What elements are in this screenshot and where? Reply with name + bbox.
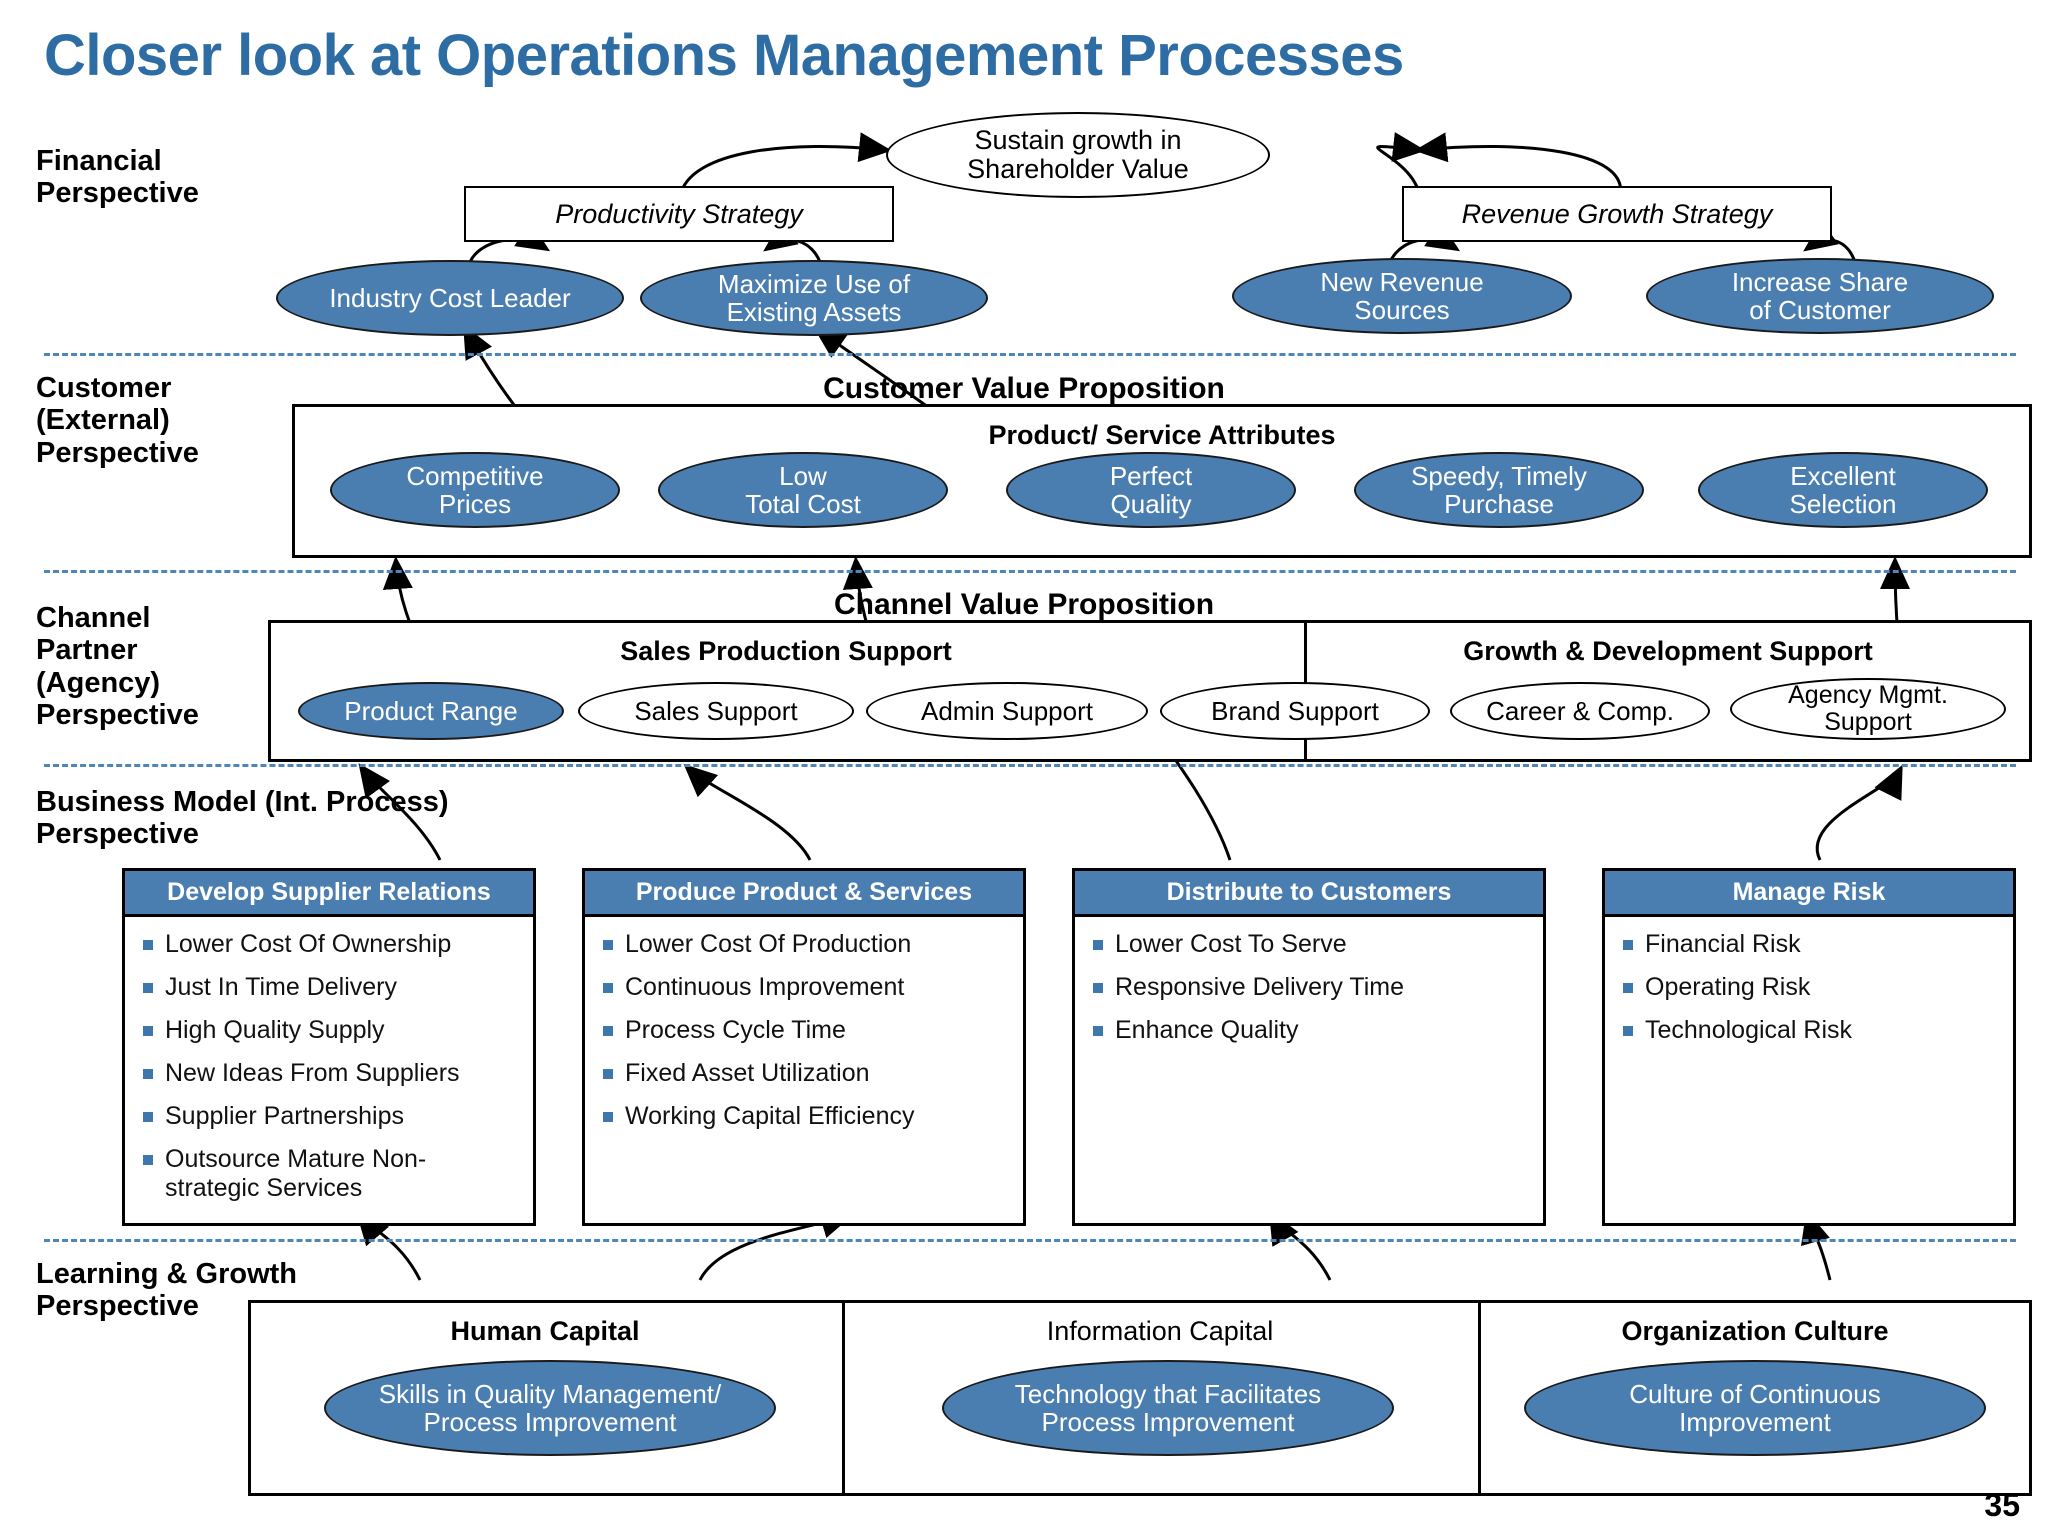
separator-financial-customer: [44, 353, 2016, 356]
separator-customer-channel: [44, 570, 2016, 573]
learning-cell-organization-culture[interactable]: Organization Culture Culture of Continuo…: [1478, 1300, 2032, 1496]
list-item: Financial Risk: [1619, 930, 1999, 959]
customer-value-proposition-heading: Customer Value Proposition: [823, 372, 1225, 405]
revenue-growth-strategy-box[interactable]: Revenue Growth Strategy: [1402, 186, 1832, 242]
cvp-attribute-competitive-prices[interactable]: Competitive Prices: [330, 452, 620, 528]
sales-production-support-heading: Sales Production Support: [620, 636, 952, 666]
list-item: Just In Time Delivery: [139, 973, 519, 1002]
objective-new-revenue-sources[interactable]: New Revenue Sources: [1232, 258, 1572, 334]
channel-node-product-range[interactable]: Product Range: [298, 682, 564, 740]
productivity-strategy-box[interactable]: Productivity Strategy: [464, 186, 894, 242]
perspective-label-customer: Customer (External) Perspective: [36, 372, 199, 469]
learning-node-skills-quality-management[interactable]: Skills in Quality Management/ Process Im…: [324, 1360, 776, 1456]
learning-cell-human-capital[interactable]: Human Capital Skills in Quality Manageme…: [248, 1300, 842, 1496]
process-title: Manage Risk: [1605, 871, 2013, 918]
channel-node-admin-support[interactable]: Admin Support: [866, 682, 1148, 740]
list-item: Supplier Partnerships: [139, 1102, 519, 1131]
learning-node-technology-facilitates[interactable]: Technology that Facilitates Process Impr…: [942, 1360, 1394, 1456]
process-items: Lower Cost Of Production Continuous Impr…: [585, 917, 1023, 1223]
perspective-label-channel: Channel Partner (Agency) Perspective: [36, 602, 199, 732]
channel-value-proposition-frame: [268, 620, 2032, 762]
separator-process-learning: [44, 1239, 2016, 1242]
list-item: Continuous Improvement: [599, 973, 1009, 1002]
perspective-label-business-model: Business Model (Int. Process) Perspectiv…: [36, 786, 449, 851]
process-items: Lower Cost To Serve Responsive Delivery …: [1075, 917, 1543, 1223]
list-item: Responsive Delivery Time: [1089, 973, 1529, 1002]
channel-value-proposition-heading: Channel Value Proposition: [833, 588, 1215, 621]
channel-node-agency-mgmt-support[interactable]: Agency Mgmt. Support: [1730, 678, 2006, 740]
learning-node-culture-continuous-improvement[interactable]: Culture of Continuous Improvement: [1524, 1360, 1986, 1456]
channel-node-sales-support[interactable]: Sales Support: [578, 682, 854, 740]
list-item: Outsource Mature Non-strategic Services: [139, 1145, 519, 1203]
learning-cell-information-capital[interactable]: Information Capital Technology that Faci…: [842, 1300, 1478, 1496]
learning-cell-title: Information Capital: [1046, 1316, 1274, 1346]
product-service-attributes-heading: Product/ Service Attributes: [988, 420, 1336, 450]
objective-increase-share-of-customer[interactable]: Increase Share of Customer: [1646, 258, 1994, 334]
list-item: Operating Risk: [1619, 973, 1999, 1002]
list-item: Technological Risk: [1619, 1016, 1999, 1045]
cvp-attribute-perfect-quality[interactable]: Perfect Quality: [1006, 452, 1296, 528]
cvp-attribute-excellent-selection[interactable]: Excellent Selection: [1698, 452, 1988, 528]
list-item: Lower Cost To Serve: [1089, 930, 1529, 959]
cvp-attribute-speedy-timely-purchase[interactable]: Speedy, Timely Purchase: [1354, 452, 1644, 528]
list-item: High Quality Supply: [139, 1016, 519, 1045]
list-item: Working Capital Efficiency: [599, 1102, 1009, 1131]
perspective-label-learning: Learning & Growth Perspective: [36, 1258, 297, 1323]
process-title: Distribute to Customers: [1075, 871, 1543, 918]
list-item: New Ideas From Suppliers: [139, 1059, 519, 1088]
process-items: Financial Risk Operating Risk Technologi…: [1605, 917, 2013, 1223]
process-box-produce-product-services[interactable]: Produce Product & Services Lower Cost Of…: [582, 868, 1026, 1226]
list-item: Enhance Quality: [1089, 1016, 1529, 1045]
separator-channel-process: [44, 764, 2016, 767]
list-item: Fixed Asset Utilization: [599, 1059, 1009, 1088]
learning-cell-title: Organization Culture: [1621, 1316, 1889, 1346]
process-box-develop-supplier-relations[interactable]: Develop Supplier Relations Lower Cost Of…: [122, 868, 536, 1226]
cvp-attribute-low-total-cost[interactable]: Low Total Cost: [658, 452, 948, 528]
process-title: Develop Supplier Relations: [125, 871, 533, 918]
process-box-distribute-to-customers[interactable]: Distribute to Customers Lower Cost To Se…: [1072, 868, 1546, 1226]
learning-divider-1: [842, 1300, 845, 1496]
objective-industry-cost-leader[interactable]: Industry Cost Leader: [276, 260, 624, 336]
page-number: 35: [1984, 1487, 2020, 1523]
page-title: Closer look at Operations Management Pro…: [44, 23, 1404, 88]
perspective-label-financial: Financial Perspective: [36, 145, 199, 210]
list-item: Lower Cost Of Production: [599, 930, 1009, 959]
objective-maximize-existing-assets[interactable]: Maximize Use of Existing Assets: [640, 260, 988, 336]
list-item: Lower Cost Of Ownership: [139, 930, 519, 959]
growth-development-support-heading: Growth & Development Support: [1463, 636, 1873, 666]
channel-node-career-comp[interactable]: Career & Comp.: [1450, 682, 1710, 740]
process-title: Produce Product & Services: [585, 871, 1023, 918]
channel-node-brand-support[interactable]: Brand Support: [1160, 682, 1430, 740]
process-items: Lower Cost Of Ownership Just In Time Del…: [125, 917, 533, 1225]
list-item: Process Cycle Time: [599, 1016, 1009, 1045]
process-box-manage-risk[interactable]: Manage Risk Financial Risk Operating Ris…: [1602, 868, 2016, 1226]
financial-goal-node[interactable]: Sustain growth in Shareholder Value: [886, 112, 1270, 198]
learning-cell-title: Human Capital: [450, 1316, 640, 1346]
learning-divider-2: [1478, 1300, 1481, 1496]
